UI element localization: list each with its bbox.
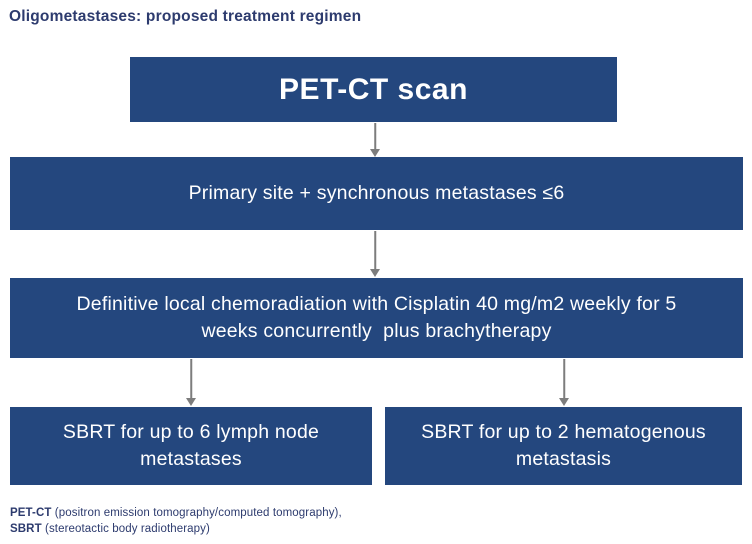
node-sbrt-lymph-node: SBRT for up to 6 lymph node metastases <box>10 407 372 485</box>
arrow-down-icon <box>556 359 572 406</box>
arrow-down-icon <box>183 359 199 406</box>
node-pet-ct-scan-label: PET-CT scan <box>279 72 468 106</box>
footnote-sbrt-text: (stereotactic body radiotherapy) <box>41 523 210 535</box>
node-sbrt-lymph-node-label: SBRT for up to 6 lymph node metastases <box>62 421 325 470</box>
node-primary-site-label: Primary site + synchronous metastases ≤6 <box>188 182 565 204</box>
footnote-sbrt: SBRT (stereotactic body radiotherapy) <box>10 521 342 537</box>
node-chemoradiation: Definitive local chemoradiation with Cis… <box>10 278 743 358</box>
page-title: Oligometastases: proposed treatment regi… <box>9 8 362 25</box>
footnotes: PET-CT (positron emission tomography/com… <box>10 505 342 537</box>
arrow-down-icon <box>367 123 383 157</box>
node-sbrt-hematogenous: SBRT for up to 2 hematogenous metastasis <box>385 407 742 485</box>
node-primary-site: Primary site + synchronous metastases ≤6 <box>10 157 743 230</box>
footnote-pet-ct-text: (positron emission tomography/computed t… <box>51 507 342 519</box>
node-pet-ct-scan: PET-CT scan <box>130 57 617 122</box>
footnote-pet-ct-abbr: PET-CT <box>10 507 52 519</box>
footnote-pet-ct: PET-CT (positron emission tomography/com… <box>10 505 342 521</box>
node-sbrt-hematogenous-label: SBRT for up to 2 hematogenous metastasis <box>421 421 712 470</box>
arrow-down-icon <box>367 231 383 277</box>
node-chemoradiation-label: Definitive local chemoradiation with Cis… <box>76 293 683 342</box>
footnote-sbrt-abbr: SBRT <box>10 523 42 535</box>
